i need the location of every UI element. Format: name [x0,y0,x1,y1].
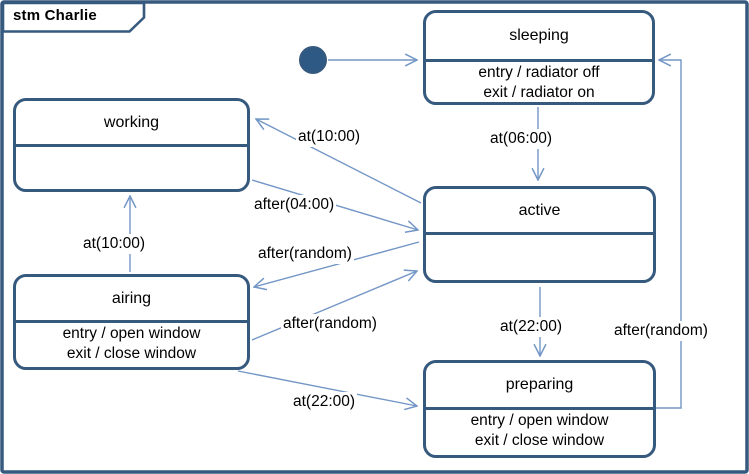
state-actions [16,147,247,148]
state-action-exit: exit / close window [474,432,605,449]
state-working: working [13,98,250,192]
state-actions: entry / radiator off exit / radiator on [426,62,652,103]
transition-label-sleeping-to-active: at(06:00) [488,129,555,149]
state-action-entry: entry / radiator off [478,64,600,81]
transition-label-active-to-working: at(10:00) [296,127,363,147]
state-name: airing [111,289,152,307]
state-name: sleeping [509,27,569,44]
state-actions [426,235,653,236]
state-active: active [423,186,656,283]
transition-line-preparing-to-sleeping [656,60,682,409]
state-action-exit: exit / radiator on [483,84,595,101]
state-name: preparing [505,376,574,393]
transition-label-working-to-active: after(04:00) [252,195,337,215]
transition-label-active-to-airing: after(random) [256,244,354,264]
state-actions: entry / open window exit / close window [16,323,247,364]
state-name: active [518,201,561,219]
state-preparing: preparing entry / open window exit / clo… [423,360,656,458]
transition-label-airing-to-active: after(random) [281,314,379,334]
transition-label-airing-to-preparing: at(22:00) [291,392,358,412]
state-sleeping: sleeping entry / radiator off exit / rad… [423,10,655,105]
diagram-frame-title: stm Charlie [13,7,97,24]
transition-label-airing-to-working: at(10:00) [81,234,148,254]
state-name: working [103,113,160,131]
state-action-entry: entry / open window [62,325,201,342]
state-action-exit: exit / close window [66,345,197,362]
initial-state-node [299,46,327,74]
transition-label-preparing-to-sleeping: after(random) [612,321,710,341]
transition-label-active-to-preparing: at(22:00) [498,317,565,337]
state-actions: entry / open window exit / close window [426,410,653,451]
state-airing: airing entry / open window exit / close … [13,274,250,370]
state-action-entry: entry / open window [470,412,609,429]
